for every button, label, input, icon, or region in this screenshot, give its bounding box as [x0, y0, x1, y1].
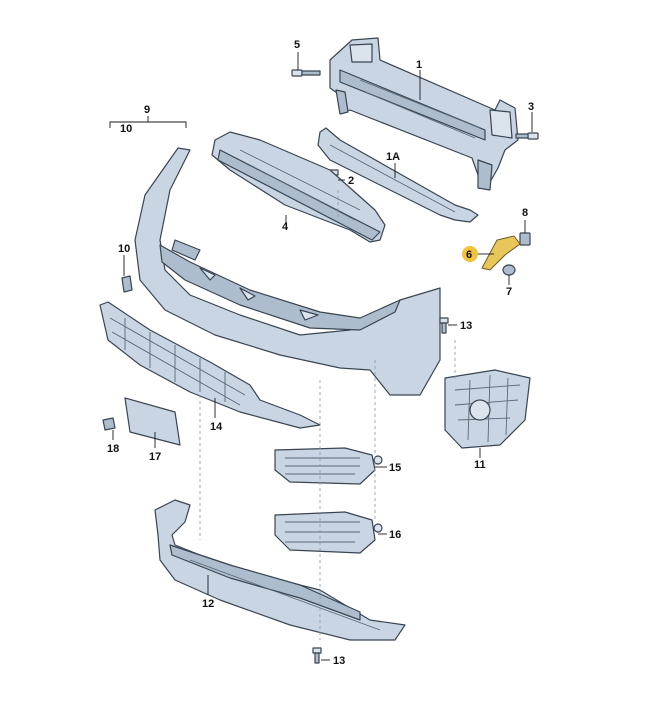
part-15-fog-trim-upper — [274, 447, 383, 485]
part-18-clip — [102, 417, 116, 431]
label-17: 17 — [149, 451, 161, 463]
part-8-clip — [519, 220, 531, 246]
label-11: 11 — [474, 459, 486, 471]
part-4-energy-absorber — [211, 131, 386, 243]
label-13-lower: 13 — [333, 655, 345, 667]
label-1: 1 — [416, 59, 422, 71]
part-1a-strip — [317, 127, 479, 223]
label-1a: 1A — [386, 151, 400, 163]
part-12-underbody-panel — [154, 499, 406, 641]
part-6-bracket — [481, 235, 521, 271]
label-13-upper: 13 — [460, 320, 472, 332]
label-6: 6 — [466, 249, 472, 261]
label-10-top: 10 — [120, 123, 132, 135]
label-14: 14 — [210, 421, 223, 433]
part-11-grille-bracket — [444, 369, 531, 449]
label-4: 4 — [282, 221, 289, 233]
label-10: 10 — [118, 243, 130, 255]
part-5-screw — [291, 69, 321, 77]
label-9: 9 — [144, 104, 150, 116]
label-15: 15 — [389, 462, 401, 474]
part-13-screw-upper — [439, 317, 449, 334]
part-13-screw-lower — [312, 647, 322, 664]
part-17-license-plate-bracket — [124, 397, 181, 446]
label-8: 8 — [522, 207, 528, 219]
label-5: 5 — [294, 39, 300, 51]
part-1-impact-bar — [329, 37, 519, 191]
label-18: 18 — [107, 443, 119, 455]
leader-lines — [109, 52, 533, 661]
part-16-fog-trim-lower — [274, 511, 383, 554]
label-6-highlight — [462, 246, 478, 262]
label-3: 3 — [528, 101, 534, 113]
label-12: 12 — [202, 598, 214, 610]
label-2: 2 — [348, 175, 354, 187]
label-16: 16 — [389, 529, 401, 541]
callout-labels: 1 5 3 1A 2 4 8 6 7 9 10 10 13 11 14 17 1… — [107, 39, 534, 667]
part-3-screw — [515, 132, 539, 140]
part-9-bumper-cover — [134, 147, 441, 396]
part-14-grille — [99, 301, 321, 429]
assembly-lines — [199, 190, 456, 640]
part-7-nut — [502, 264, 516, 285]
part-10-clip — [121, 275, 133, 293]
label-7: 7 — [506, 286, 512, 298]
